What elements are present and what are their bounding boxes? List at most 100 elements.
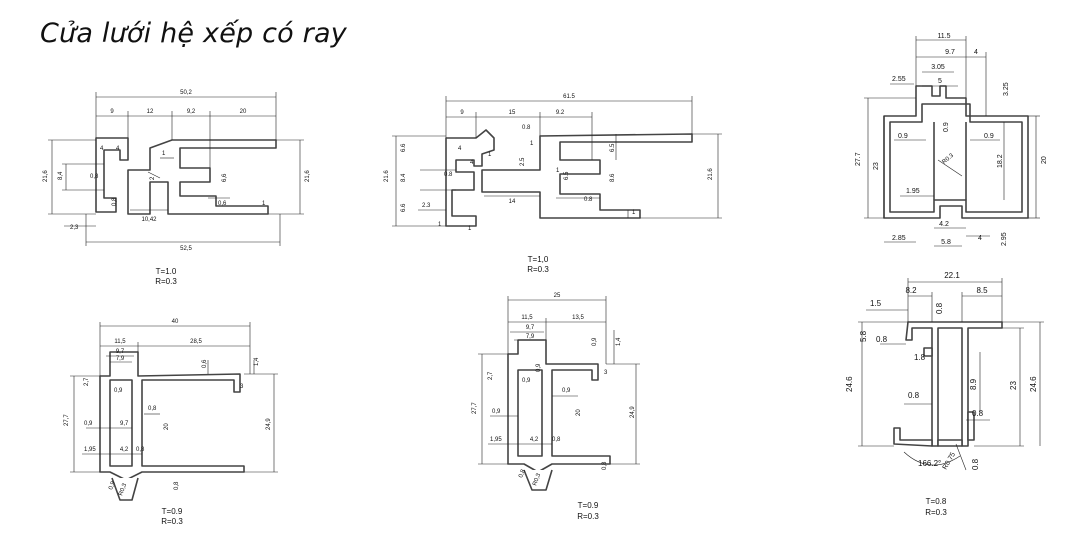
dim-label: 0.9 bbox=[943, 122, 950, 132]
dim-label: 0,9 bbox=[562, 388, 571, 394]
profile-6-shape bbox=[905, 321, 1003, 447]
dim-label: 23 bbox=[873, 162, 880, 170]
dim-label: 0.8 bbox=[522, 125, 531, 131]
dim-label: 0,9 bbox=[114, 388, 123, 394]
dim-label: 9,2 bbox=[187, 109, 196, 115]
dim-label: 25 bbox=[554, 293, 561, 299]
dim-label: 1.8 bbox=[914, 353, 926, 362]
dim-label: 1 bbox=[162, 151, 166, 157]
dim-label: 0,8 bbox=[174, 481, 180, 490]
dim-label: 5.8 bbox=[941, 239, 951, 246]
dim-label: 50,2 bbox=[180, 90, 192, 96]
dim-label: 8.9 bbox=[969, 378, 978, 390]
dim-label: R0,3 bbox=[532, 472, 542, 487]
dim-label: 4.2 bbox=[939, 221, 949, 228]
dim-label: 0,8 bbox=[112, 197, 118, 206]
dim-label: 2 bbox=[150, 176, 156, 180]
dim-label: 1 bbox=[488, 152, 492, 158]
dim-label: 8.5 bbox=[976, 286, 988, 295]
dim-label: 4 bbox=[974, 49, 978, 56]
dim-label: 3.05 bbox=[931, 64, 945, 71]
dim-label: 1 bbox=[632, 210, 636, 216]
dim-label: 11,5 bbox=[114, 339, 126, 345]
dim-label: 2.95 bbox=[1001, 232, 1008, 246]
dim-label: 28,5 bbox=[190, 339, 202, 345]
thickness-label: T=0.8 bbox=[926, 497, 947, 506]
dim-label: 15 bbox=[509, 110, 516, 116]
radius-label: R=0.3 bbox=[161, 517, 183, 526]
profile-2-labels: 61.5 9 15 9.2 0.8 1 1 6.6 6.6 4 8.4 4 21… bbox=[384, 94, 714, 232]
dim-label: 1,4 bbox=[254, 357, 260, 366]
dim-label: 20 bbox=[164, 423, 170, 430]
dim-label: 0.9 bbox=[984, 133, 994, 140]
thickness-label: T=1,0 bbox=[528, 255, 549, 264]
dim-label: 4 bbox=[116, 146, 120, 152]
dim-label: 1 bbox=[438, 222, 442, 228]
thickness-label: T=1.0 bbox=[156, 267, 177, 276]
dim-label: 2,3 bbox=[70, 225, 79, 231]
dim-label: 9.7 bbox=[945, 49, 955, 56]
dim-label: 0,8 bbox=[136, 447, 145, 453]
dim-label: 2.55 bbox=[892, 76, 906, 83]
dim-label: 3 bbox=[604, 370, 608, 376]
dim-label: 2.3 bbox=[422, 203, 431, 209]
dim-label: R0,3 bbox=[118, 482, 128, 497]
dim-label: 24,9 bbox=[630, 406, 636, 418]
dim-label: 5.8 bbox=[859, 330, 868, 342]
dim-label: 9,7 bbox=[526, 325, 535, 331]
dim-label: 2,7 bbox=[84, 377, 90, 386]
profile-1-labels: 50,2 9 12 9,2 20 4 4 1 0,8 8,4 21,6 2 6,… bbox=[43, 90, 311, 252]
dim-label: 0.8 bbox=[971, 458, 980, 470]
dim-label: 1 bbox=[262, 201, 266, 207]
page-title: Cửa lưới hệ xếp có ray bbox=[40, 18, 347, 49]
dim-label: 9 bbox=[460, 110, 464, 116]
dim-label: 0.8 bbox=[972, 409, 984, 418]
dim-label: 7,9 bbox=[116, 356, 125, 362]
dim-label: 24.6 bbox=[845, 376, 854, 392]
dim-label: 0,9 bbox=[492, 409, 501, 415]
dim-label: 4 bbox=[458, 146, 462, 152]
dim-label: 1,95 bbox=[84, 447, 96, 453]
dim-label: 9,7 bbox=[116, 349, 125, 355]
dim-label: 0.9 bbox=[898, 133, 908, 140]
dim-label: 6,6 bbox=[222, 173, 228, 182]
dim-label: 20 bbox=[240, 109, 247, 115]
dim-label: 40 bbox=[172, 319, 179, 325]
dim-label: 0,9 bbox=[84, 421, 93, 427]
dim-label: 0,6 bbox=[218, 201, 227, 207]
dim-label: 8.4 bbox=[401, 173, 407, 182]
dim-label: 0,8 bbox=[90, 174, 99, 180]
dim-label: 52,5 bbox=[180, 246, 192, 252]
dim-label: 1.5 bbox=[870, 299, 882, 308]
dim-label: 20 bbox=[576, 409, 582, 416]
dim-label: R0.75 bbox=[942, 451, 957, 471]
dim-label: 0,8 bbox=[552, 437, 561, 443]
profile-2: 61.5 9 15 9.2 0.8 1 1 6.6 6.6 4 8.4 4 21… bbox=[384, 94, 722, 274]
dim-label: 3 bbox=[240, 384, 244, 390]
dim-label: 21,6 bbox=[305, 170, 311, 182]
dim-label: 6.6 bbox=[401, 203, 407, 212]
dim-label: 0.8 bbox=[876, 335, 888, 344]
dim-label: 4 bbox=[470, 160, 474, 166]
dim-label: 1 bbox=[556, 168, 560, 174]
profile-3: 11.5 9.7 4 3.05 2.55 5 3.25 0.9 0.9 0.9 … bbox=[855, 33, 1048, 247]
dim-label: 18.2 bbox=[997, 154, 1004, 168]
dim-label: 9.2 bbox=[556, 110, 565, 116]
dim-label: 4 bbox=[100, 146, 104, 152]
dim-label: 24.6 bbox=[1029, 376, 1038, 392]
dim-label: 12 bbox=[147, 109, 154, 115]
dim-label: 1.95 bbox=[906, 188, 920, 195]
dim-label: 6.6 bbox=[401, 143, 407, 152]
dim-label: 0,9 bbox=[536, 363, 542, 372]
dim-label: 2.5 bbox=[520, 157, 526, 166]
dim-label: 0,8 bbox=[518, 468, 527, 479]
radius-label: R=0.3 bbox=[925, 508, 947, 517]
dim-label: 8.2 bbox=[905, 286, 917, 295]
profile-6: 22.1 8.2 8.5 1.5 0.8 5.8 0.8 1.8 24.6 8.… bbox=[845, 271, 1044, 517]
dim-label: 6.5 bbox=[610, 143, 616, 152]
dim-label: 0.8 bbox=[935, 302, 944, 314]
dim-label: 166.2° bbox=[918, 459, 941, 468]
dim-label: 0,8 bbox=[148, 406, 157, 412]
dim-label: 21,6 bbox=[43, 170, 49, 182]
dim-label: 0,9 bbox=[108, 480, 117, 491]
